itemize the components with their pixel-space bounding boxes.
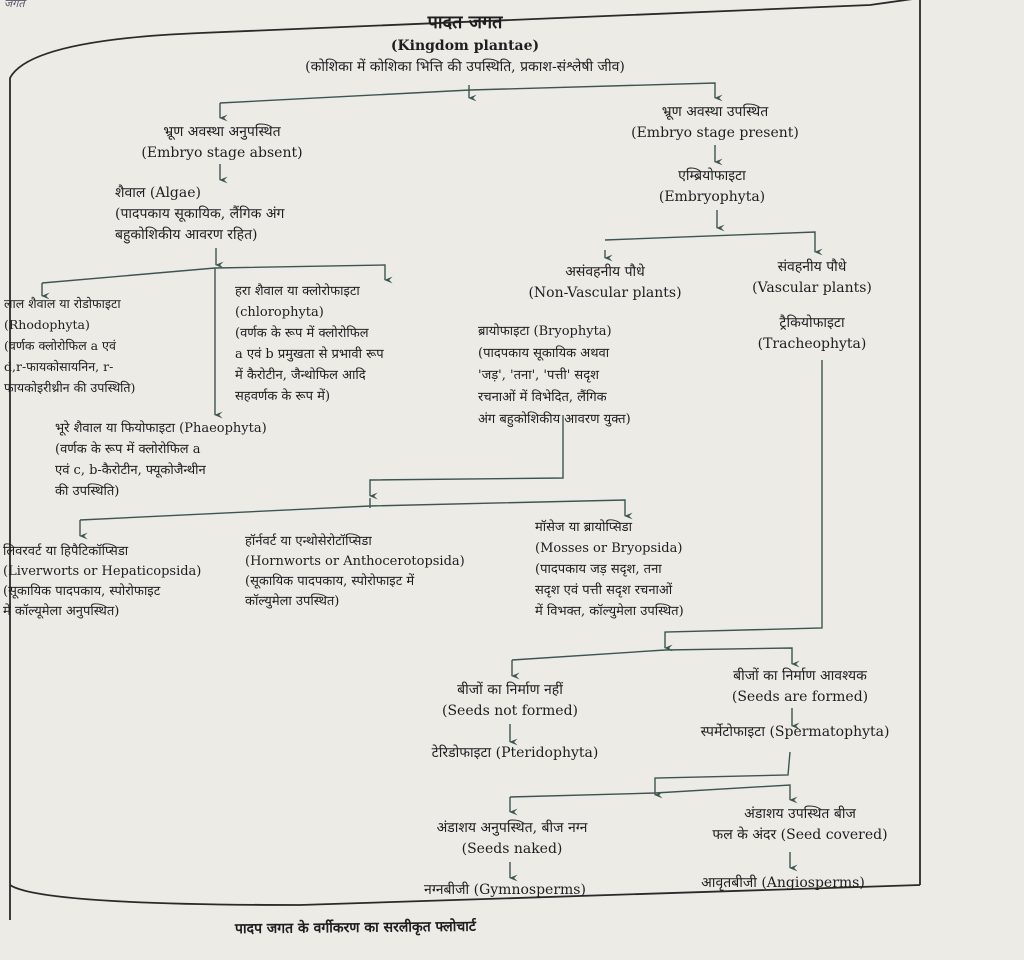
node-text-line: एम्ब्रियोफाइटा <box>678 168 746 184</box>
node-text-line: सहवर्णक के रूप में) <box>235 389 331 404</box>
node-text-line: बहुकोशिकीय आवरण रहित) <box>115 227 258 243</box>
node-text-line: (Embryo stage present) <box>631 125 799 141</box>
node-text-line: ब्रायोफाइटा (Bryophyta) <box>478 324 612 339</box>
connector <box>79 499 633 521</box>
node-text-line: (सूकायिक पादपकाय, स्पोरोफाइट में <box>245 574 415 589</box>
node-text-line: d,r-फायकोसायनिन, r- <box>4 359 114 374</box>
node-text-line: ट्रैकियोफाइटा <box>779 315 845 331</box>
node-text-line: अंडाशय उपस्थित बीज <box>744 806 856 822</box>
node-text-line: भ्रूण अवस्था उपस्थित <box>661 104 769 120</box>
node-text-line: (Seeds naked) <box>461 841 563 857</box>
figure-caption: पादप जगत के वर्गीकरण का सरलीकृत फ्लोचार्… <box>234 918 476 938</box>
node-text-line: मॉसेज या ब्रायोप्सिडा <box>535 520 633 535</box>
node-text-line: हरा शैवाल या क्लोरोफाइटा <box>235 284 360 299</box>
node-text-line: लिवरवर्ट या हिपैटिकॉप्सिडा <box>3 544 129 559</box>
kingdom-plantae-node: पादत जगत (Kingdom plantae) (कोशिका में कोश… <box>305 10 625 78</box>
non-vascular-node: असंवहनीय पौधे (Non-Vascular plants) <box>528 262 681 304</box>
node-text-line: अंडाशय अनुपस्थित, बीज नग्न <box>436 820 588 836</box>
connector <box>509 784 798 804</box>
connector <box>664 360 823 652</box>
connector <box>369 415 564 500</box>
spermatophyta-node: स्पर्मेटोफाइटा (Spermatophyta) <box>701 722 890 743</box>
mosses-node: मॉसेज या ब्रायोप्सिडा (Mosses or Bryopsid… <box>535 517 684 622</box>
node-text-line: (पादपकाय सूकायिक अथवा <box>478 346 610 361</box>
node-text-line: (chlorophyta) <box>235 305 324 320</box>
node-text-line: (Embryo stage absent) <box>141 145 303 161</box>
node-text-line: (Vascular plants) <box>752 280 872 296</box>
node-text-line: फायकोइरीथ्रीन की उपस्थिति) <box>4 380 136 395</box>
node-text-line: एवं c, b-कैरोटीन, फ्यूकोजैन्थीन <box>55 463 206 478</box>
node-text-line: (वर्णक के रूप में क्लोरोफिल a <box>55 442 201 457</box>
tracheophyta-node: ट्रैकियोफाइटा (Tracheophyta) <box>758 313 867 355</box>
seeds-naked-node: अंडाशय अनुपस्थित, बीज नग्न (Seeds naked) <box>437 818 588 860</box>
node-text-line: असंवहनीय पौधे <box>565 264 645 280</box>
node-text-line: स्पर्मेटोफाइटा (Spermatophyta) <box>700 724 890 740</box>
connector <box>219 82 723 104</box>
node-text-line: की उपस्थिति) <box>55 484 120 499</box>
node-text-line: (Non-Vascular plants) <box>528 285 682 301</box>
node-text-line: कॉल्युमेला उपस्थित) <box>245 594 340 609</box>
node-text-line: (Seeds not formed) <box>441 703 579 719</box>
node-text-line: में कॉल्यूमेला अनुपस्थित) <box>3 604 120 619</box>
node-text-line: में कैरोटीन, जैन्थोफिल आदि <box>235 368 366 383</box>
node-text-line: (Mosses or Bryopsida) <box>535 541 683 556</box>
node-text-line: में विभक्त, कॉल्युमेला उपस्थित) <box>535 604 684 619</box>
bryophyta-node: ब्रायोफाइटा (Bryophyta) (पादपकाय सूकायिक … <box>478 321 631 431</box>
embryo-present-node: भ्रूण अवस्था उपस्थित (Embryo stage presen… <box>631 102 799 144</box>
node-text-line: 'जड़', 'तना', 'पत्ती' सदृश <box>478 368 599 383</box>
page-frame <box>9 0 921 920</box>
node-text-line: अंग बहुकोशिकीय आवरण युक्त) <box>478 412 631 427</box>
seeds-not-formed-node: बीजों का निर्माण नहीं (Seeds not formed) <box>442 680 578 722</box>
phaeophyta-node: भूरे शैवाल या फियोफाइटा (Phaeophyta) (वर्… <box>55 418 267 502</box>
node-text-line: (पादपकाय सूकायिक, लैंगिक अंग <box>115 206 285 222</box>
chlorophyta-node: हरा शैवाल या क्लोरोफाइटा (chlorophyta) (वर… <box>235 281 384 407</box>
node-text-line: शैवाल (Algae) <box>115 185 201 201</box>
node-text-line: लाल शैवाल या रोडोफाइटा <box>4 296 121 311</box>
page-header: जगत <box>4 0 25 10</box>
node-text-line: (कोशिका में कोशिका भित्ति की उपस्थिति, प… <box>305 59 625 75</box>
node-text-line: (Embryophyta) <box>658 189 766 205</box>
seed-covered-node: अंडाशय उपस्थित बीज फल के अंदर (Seed cover… <box>712 804 887 846</box>
node-text-line: (वर्णक के रूप में क्लोरोफिल <box>235 326 369 341</box>
node-text-line: (Tracheophyta) <box>757 336 867 352</box>
connector <box>654 751 791 799</box>
node-text-line: भूरे शैवाल या फियोफाइटा (Phaeophyta) <box>55 421 267 436</box>
node-text-line: (वर्णक क्लोरोफिल a एवं <box>4 338 116 353</box>
node-text-line: फल के अंदर (Seed covered) <box>712 827 888 843</box>
node-text-line: (Hornworts or Anthocerotopsida) <box>245 554 465 569</box>
vascular-node: संवहनीय पौधे (Vascular plants) <box>752 257 872 299</box>
node-text-line: टेरिडोफाइटा (Pteridophyta) <box>431 745 599 761</box>
node-text-line: (सूकायिक पादपकाय, स्पोरोफाइट <box>3 584 161 599</box>
connector <box>511 647 800 668</box>
node-text-line: (पादपकाय जड़ सदृश, तना <box>535 562 662 577</box>
node-text-line: नग्नबीजी (Gymnosperms) <box>424 882 586 898</box>
pteridophyta-node: टेरिडोफाइटा (Pteridophyta) <box>432 743 599 764</box>
node-text-line: भ्रूण अवस्था अनुपस्थित <box>163 124 281 140</box>
embryo-absent-node: भ्रूण अवस्था अनुपस्थित (Embryo stage abse… <box>141 122 302 164</box>
hornworts-node: हॉर्नवर्ट या एन्थोसेरोटॉप्सिडा (Hornworts… <box>245 532 465 612</box>
seeds-formed-node: बीजों का निर्माण आवश्यक (Seeds are formed… <box>732 666 868 708</box>
node-text-line: (Liverworts or Hepaticopsida) <box>3 564 202 579</box>
algae-node: शैवाल (Algae) (पादपकाय सूकायिक, लैंगिक अं… <box>115 183 284 246</box>
node-text-line: संवहनीय पौधे <box>777 259 847 275</box>
node-text-line: बीजों का निर्माण आवश्यक <box>733 668 867 684</box>
node-text-line: (Kingdom plantae) <box>390 38 540 54</box>
node-text-line: a एवं b प्रमुखता से प्रभावी रूप <box>235 347 384 362</box>
node-text-line: (Seeds are formed) <box>731 689 869 705</box>
node-text-line: बीजों का निर्माण नहीं <box>457 682 563 698</box>
connector <box>604 231 823 256</box>
node-text-line: पादत जगत <box>427 12 503 33</box>
node-text-line: आवृतबीजी (Angiosperms) <box>701 875 865 891</box>
node-text-line: रचनाओं में विभेदित, लैंगिक <box>478 390 607 405</box>
node-text-line: हॉर्नवर्ट या एन्थोसेरोटॉप्सिडा <box>245 534 372 549</box>
angiosperms-node: आवृतबीजी (Angiosperms) <box>701 873 865 894</box>
gymnosperms-node: नग्नबीजी (Gymnosperms) <box>424 880 586 901</box>
rhodophyta-node: लाल शैवाल या रोडोफाइटा (Rhodophyta) (वर्णक… <box>4 293 135 398</box>
node-text-line: सदृश एवं पत्ती सदृश रचनाओं <box>535 583 673 598</box>
embryophyta-node: एम्ब्रियोफाइटा (Embryophyta) <box>659 166 765 208</box>
connector <box>41 264 393 284</box>
liverworts-node: लिवरवर्ट या हिपैटिकॉप्सिडा (Liverworts or… <box>3 542 201 622</box>
node-text-line: (Rhodophyta) <box>4 317 90 332</box>
